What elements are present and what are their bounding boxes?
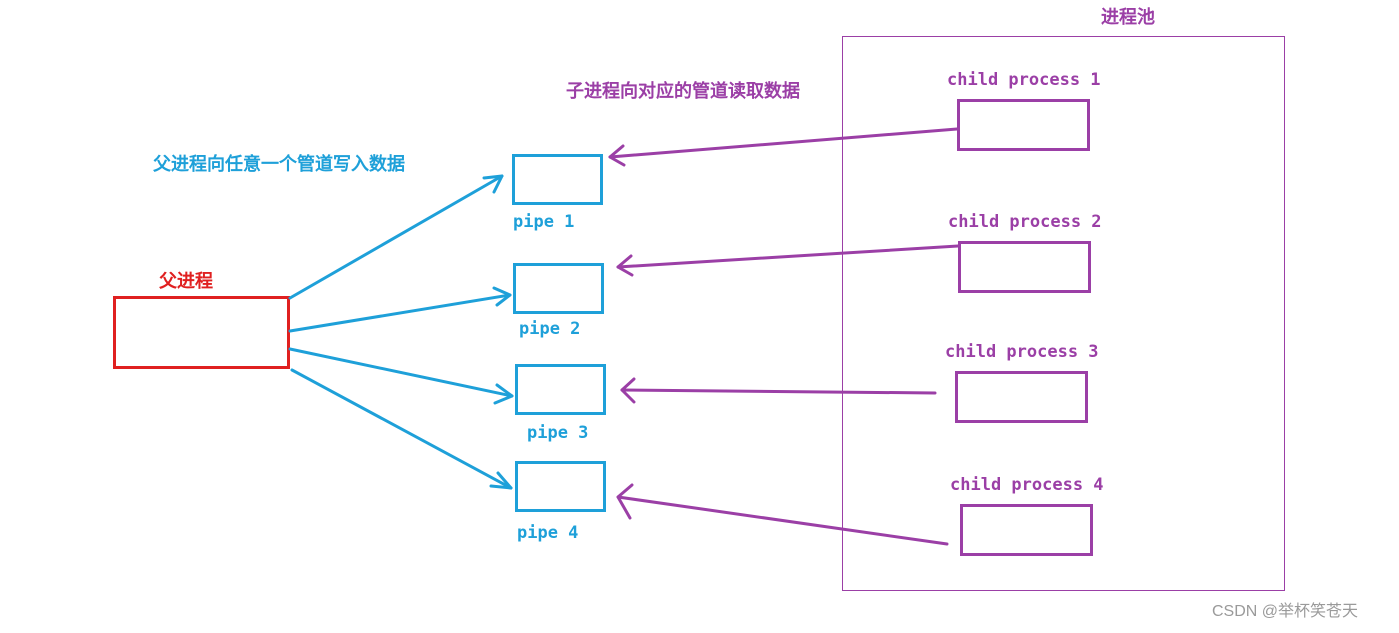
write-arrow-head xyxy=(492,286,512,307)
pipe-box xyxy=(515,461,606,512)
parent-process-label: 父进程 xyxy=(159,271,213,292)
read-arrow-head xyxy=(616,254,634,277)
parent-process-box xyxy=(113,296,290,369)
child-process-label: child process 2 xyxy=(948,212,1102,232)
read-arrow xyxy=(616,244,960,269)
read-arrow xyxy=(616,495,949,546)
child-process-box xyxy=(957,99,1090,151)
write-arrow-head xyxy=(493,383,514,405)
child-process-label: child process 4 xyxy=(950,475,1104,495)
pipe-label: pipe 3 xyxy=(527,423,589,443)
pipe-box xyxy=(513,263,604,314)
csdn-watermark: CSDN @举杯笑苍天 xyxy=(1212,603,1359,620)
read-arrow xyxy=(620,388,937,395)
read-arrow xyxy=(608,127,959,159)
write-arrow xyxy=(288,347,514,398)
write-arrow-head xyxy=(482,174,504,194)
pipe-label: pipe 1 xyxy=(513,212,575,232)
child-process-label: child process 1 xyxy=(947,70,1101,90)
process-pool-container xyxy=(842,36,1285,591)
write-arrow xyxy=(288,174,504,300)
pipe-box xyxy=(515,364,606,415)
pipe-box xyxy=(512,154,603,205)
pipe-label: pipe 2 xyxy=(519,319,581,339)
read-arrow-head xyxy=(616,483,634,520)
write-arrow-head xyxy=(489,471,513,490)
child-process-box xyxy=(958,241,1091,293)
child-process-box xyxy=(955,371,1088,423)
read-arrow-head xyxy=(620,377,636,404)
read-arrow-head xyxy=(608,144,626,167)
write-annotation: 父进程向任意一个管道写入数据 xyxy=(153,154,405,175)
pipe-label: pipe 4 xyxy=(517,523,579,543)
write-arrow xyxy=(290,368,513,490)
read-annotation: 子进程向对应的管道读取数据 xyxy=(566,81,800,102)
child-process-box xyxy=(960,504,1093,556)
process-pool-title: 进程池 xyxy=(1101,7,1155,28)
write-arrow xyxy=(288,293,512,333)
child-process-label: child process 3 xyxy=(945,342,1099,362)
